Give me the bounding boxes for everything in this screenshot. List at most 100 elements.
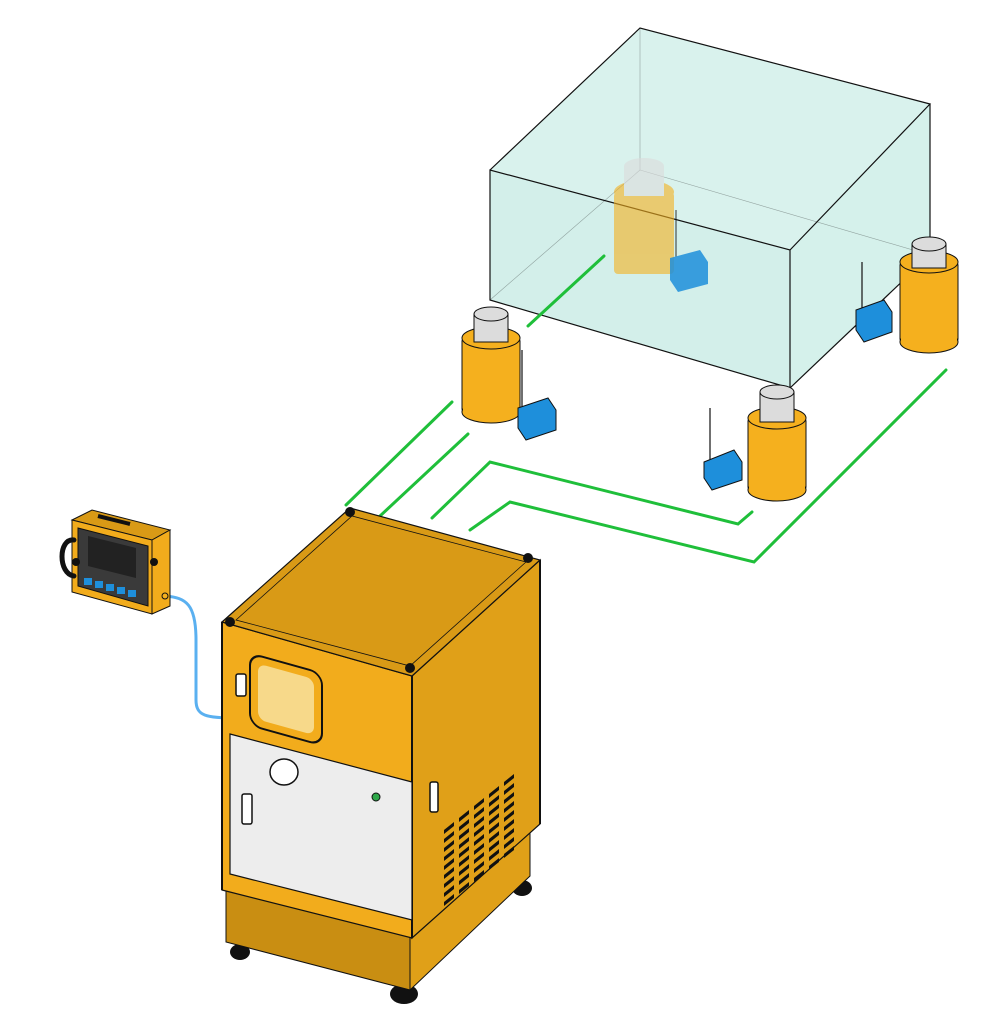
cabinet-side-handle-icon [429, 781, 439, 813]
cabinet-vent-slot [459, 837, 469, 849]
cabinet-vent-slot [489, 822, 499, 834]
cabinet-vent-slot [504, 828, 514, 840]
cabinet-vent-slot [489, 849, 499, 861]
hydraulic-lines [344, 254, 948, 564]
cabinet-vent-slot [489, 858, 499, 870]
cabinet-vent-slot [444, 876, 454, 888]
cabinet-vent-slot [504, 837, 514, 849]
jack-right-body-fill [901, 264, 957, 342]
cabinet-vent-slot [459, 828, 469, 840]
cabinet-lifting-eye-icon [345, 507, 355, 517]
cabinet-vent-slot [489, 804, 499, 816]
hydraulic-line-left-b [378, 432, 470, 518]
load-block-inner-edge-b [639, 169, 931, 256]
controller-buttons [84, 578, 136, 597]
cabinet-vent-slot [474, 843, 484, 855]
controller-button [84, 578, 92, 585]
cabinet-side-vents [444, 774, 514, 906]
jack-front [747, 384, 807, 502]
controller-right-face [151, 529, 171, 615]
jack-rear-center-ram-top [624, 158, 664, 174]
controller-button [128, 590, 136, 597]
load-block-right-face [790, 104, 930, 388]
cabinet-vent-slot [444, 867, 454, 879]
cabinet-vent-slot [504, 774, 514, 786]
cabinet-vent-slot [489, 795, 499, 807]
cabinet-status-light [371, 792, 381, 802]
cabinet-vent-slot [504, 819, 514, 831]
controller-button [117, 587, 125, 594]
cabinet-vent-slot [444, 840, 454, 852]
cabinet-vent-slot [459, 864, 469, 876]
cabinet-vent-slot [504, 801, 514, 813]
cabinet-wheel-rear-left [230, 944, 250, 960]
load-block-front-face [490, 170, 790, 388]
jack-rear-center-body [614, 192, 674, 274]
handheld-controller [59, 509, 172, 615]
sensor-front [703, 408, 743, 491]
cabinet-vent-slot [489, 840, 499, 852]
hydraulic-line-front [430, 460, 754, 526]
jack-front-body-fill [749, 420, 805, 490]
cabinet-vent-slot [444, 858, 454, 870]
controller-emergency-stop-icon [150, 558, 158, 566]
controller-handle-icon [59, 537, 77, 579]
controller-connector-icon [161, 592, 169, 600]
pendant-cable [165, 594, 237, 720]
cabinet-vent-slot [444, 894, 454, 906]
hydraulic-line-left [344, 400, 454, 507]
controller-handle-top-icon [97, 514, 131, 526]
cabinet-vent-slot [504, 846, 514, 858]
hydraulic-control-cabinet [220, 507, 542, 1004]
controller-button [95, 581, 103, 588]
sensor-right-body [855, 299, 893, 343]
jack-front-ram-top [759, 384, 795, 400]
controller-screen [88, 536, 136, 578]
cabinet-vent-slot [504, 810, 514, 822]
cabinet-vent-slot [489, 786, 499, 798]
controller-button [106, 584, 114, 591]
cabinet-vent-slot [459, 882, 469, 894]
cabinet-vent-slot [444, 822, 454, 834]
cabinet-lifting-eye-icon [405, 663, 415, 673]
cabinet-vent-slot [474, 852, 484, 864]
jack-left-ram-top [473, 306, 509, 322]
controller-knob-icon [72, 558, 80, 566]
cabinet-vent-slot [474, 834, 484, 846]
cabinet-window-mesh [258, 665, 314, 734]
cabinet-vent-slot [444, 885, 454, 897]
cabinet-vent-slot [459, 810, 469, 822]
sensor-center [670, 210, 708, 292]
cabinet-vent-slot [504, 783, 514, 795]
hydraulic-line-rear [526, 254, 606, 328]
transparent-load-block [489, 27, 932, 389]
jack-rear-center [614, 158, 674, 274]
cabinet-vent-slot [444, 849, 454, 861]
cabinet-gauge-window [269, 758, 299, 786]
load-block-top-face [490, 28, 930, 250]
cabinet-vent-slot [444, 831, 454, 843]
cabinet-lower-latch-icon [241, 793, 253, 825]
cabinet-vent-slot [504, 792, 514, 804]
jack-right [899, 236, 959, 354]
sensor-left [517, 350, 557, 441]
cabinet-vent-slot [459, 846, 469, 858]
hydraulic-line-right [468, 368, 948, 564]
sensor-right [855, 262, 893, 343]
cabinet-vent-slot [474, 798, 484, 810]
jack-left [461, 306, 521, 424]
jack-right-ram-top [911, 236, 947, 252]
cabinet-vent-slot [489, 831, 499, 843]
sensor-center-body [670, 250, 708, 292]
cabinet-vent-slot [474, 816, 484, 828]
cabinet-vent-slot [474, 825, 484, 837]
cabinet-vent-slot [474, 861, 484, 873]
sensor-front-body [703, 449, 743, 491]
cabinet-upper-latch-icon [235, 673, 247, 697]
cabinet-vent-slot [474, 870, 484, 882]
cabinet-vent-slot [459, 819, 469, 831]
cabinet-vent-slot [474, 807, 484, 819]
cabinet-vent-slot [489, 813, 499, 825]
